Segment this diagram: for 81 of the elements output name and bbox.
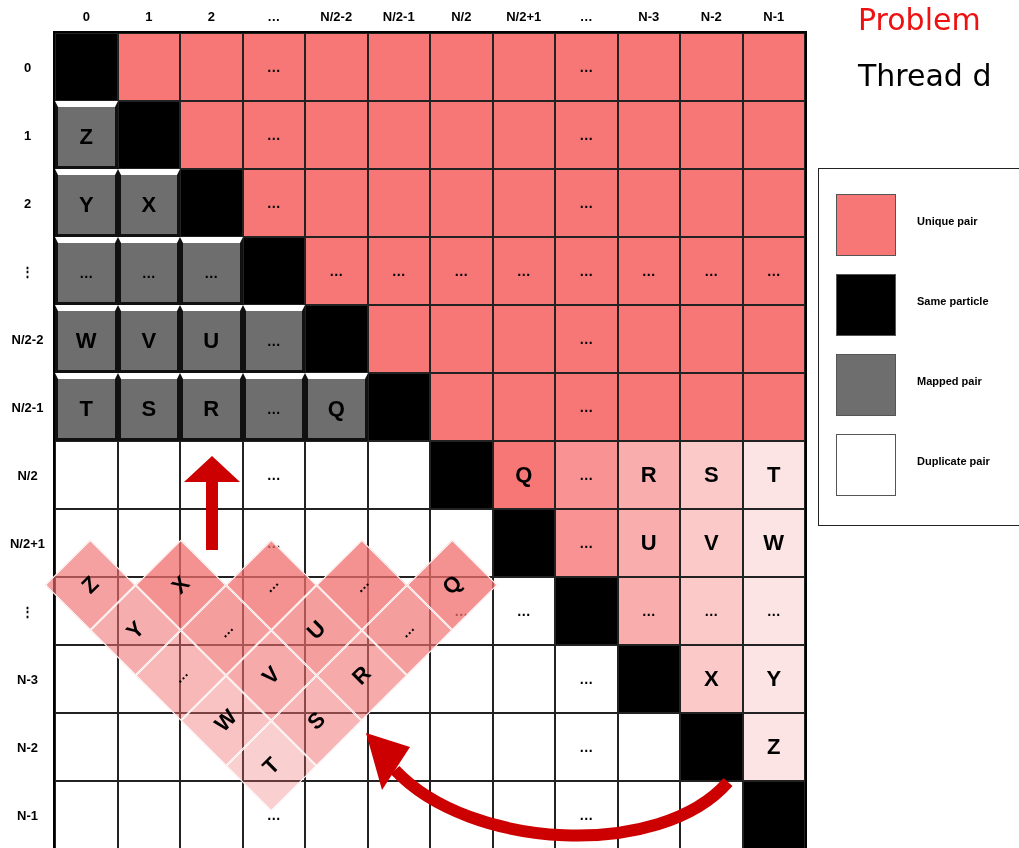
row-header: 1 xyxy=(22,126,33,145)
unique-pair-cell: … xyxy=(742,237,805,305)
unique-pair-cell: Y xyxy=(742,645,805,713)
row-header: 0 xyxy=(22,58,33,77)
row-header: ⋮ xyxy=(20,602,35,621)
mapped-pair-cell: S xyxy=(117,373,180,441)
unique-pair-cell: … xyxy=(555,373,618,441)
duplicate-pair-cell: … xyxy=(242,781,305,848)
unique-pair-cell: Q xyxy=(492,441,555,509)
unique-pair-cell: … xyxy=(617,577,680,645)
heading-text: Thread d xyxy=(858,58,992,93)
row-header: N/2 xyxy=(16,466,39,485)
row-header: N/2+1 xyxy=(8,534,47,553)
column-header: N/2 xyxy=(450,7,473,26)
column-header: … xyxy=(266,7,282,26)
legend-label: Same particle xyxy=(917,295,989,307)
mapped-pair-cell: V xyxy=(117,305,180,373)
unique-pair-cell: R xyxy=(617,441,680,509)
column-header: N/2-2 xyxy=(319,7,354,26)
unique-pair-cell: … xyxy=(242,101,305,169)
column-header: N-1 xyxy=(762,7,786,26)
unique-pair-cell: … xyxy=(430,237,493,305)
column-header: N/2+1 xyxy=(505,7,543,26)
mapped-pair-cell: … xyxy=(180,237,243,305)
unique-pair-cell: Z xyxy=(742,713,805,781)
row-header: N-1 xyxy=(16,806,39,825)
column-header: N-3 xyxy=(637,7,661,26)
unique-pair-cell: … xyxy=(555,509,618,577)
duplicate-pair-cell: … xyxy=(242,441,305,509)
unique-pair-cell: … xyxy=(305,237,368,305)
heading-text: Problem xyxy=(858,2,981,37)
legend-label: Mapped pair xyxy=(917,375,982,387)
mapped-pair-cell: … xyxy=(242,305,305,373)
column-header: N/2-1 xyxy=(381,7,416,26)
unique-pair-cell: … xyxy=(492,237,555,305)
unique-pair-cell: S xyxy=(680,441,743,509)
unique-pair-cell: … xyxy=(242,169,305,237)
mapped-pair-cell: … xyxy=(242,373,305,441)
row-header: 2 xyxy=(22,194,33,213)
unique-pair-cell: … xyxy=(680,577,743,645)
unique-pair-cell: … xyxy=(367,237,430,305)
column-header: … xyxy=(578,7,594,26)
mapped-pair-cell: U xyxy=(180,305,243,373)
duplicate-pair-cell: … xyxy=(555,713,618,781)
unique-pair-cell: … xyxy=(242,33,305,101)
unique-pair-cell: … xyxy=(555,169,618,237)
unique-pair-cell: … xyxy=(617,237,680,305)
column-header: N-2 xyxy=(699,7,723,26)
unique-pair-cell: … xyxy=(555,441,618,509)
row-header: ⋮ xyxy=(20,262,35,281)
mapped-pair-cell: … xyxy=(55,237,118,305)
legend-label: Duplicate pair xyxy=(917,455,990,467)
mapped-pair-cell: T xyxy=(55,373,118,441)
row-header: N/2-2 xyxy=(10,330,45,349)
mapped-pair-cell: Z xyxy=(55,101,118,169)
mapped-pair-cell: W xyxy=(55,305,118,373)
duplicate-pair-cell: … xyxy=(555,645,618,713)
unique-pair-cell: U xyxy=(617,509,680,577)
unique-pair-cell: X xyxy=(680,645,743,713)
unique-pair-cell: … xyxy=(555,101,618,169)
unique-pair-cell: T xyxy=(742,441,805,509)
legend-label: Unique pair xyxy=(917,215,978,227)
mapped-pair-cell: X xyxy=(117,169,180,237)
mapped-pair-cell: Y xyxy=(55,169,118,237)
mapped-pair-cell: … xyxy=(117,237,180,305)
unique-pair-cell: … xyxy=(555,305,618,373)
column-header: 1 xyxy=(144,7,154,26)
unique-pair-cell: … xyxy=(742,577,805,645)
row-header: N-3 xyxy=(16,670,39,689)
mapped-pair-cell: Q xyxy=(305,373,368,441)
mapped-pair-cell: R xyxy=(180,373,243,441)
unique-pair-cell: … xyxy=(555,237,618,305)
unique-pair-cell: … xyxy=(555,33,618,101)
column-header: 0 xyxy=(81,7,91,26)
unique-pair-cell: … xyxy=(680,237,743,305)
unique-pair-cell: V xyxy=(680,509,743,577)
row-header: N-2 xyxy=(16,738,39,757)
duplicate-pair-cell: … xyxy=(492,577,555,645)
row-header: N/2-1 xyxy=(10,398,45,417)
column-header: 2 xyxy=(206,7,216,26)
unique-pair-cell: W xyxy=(742,509,805,577)
